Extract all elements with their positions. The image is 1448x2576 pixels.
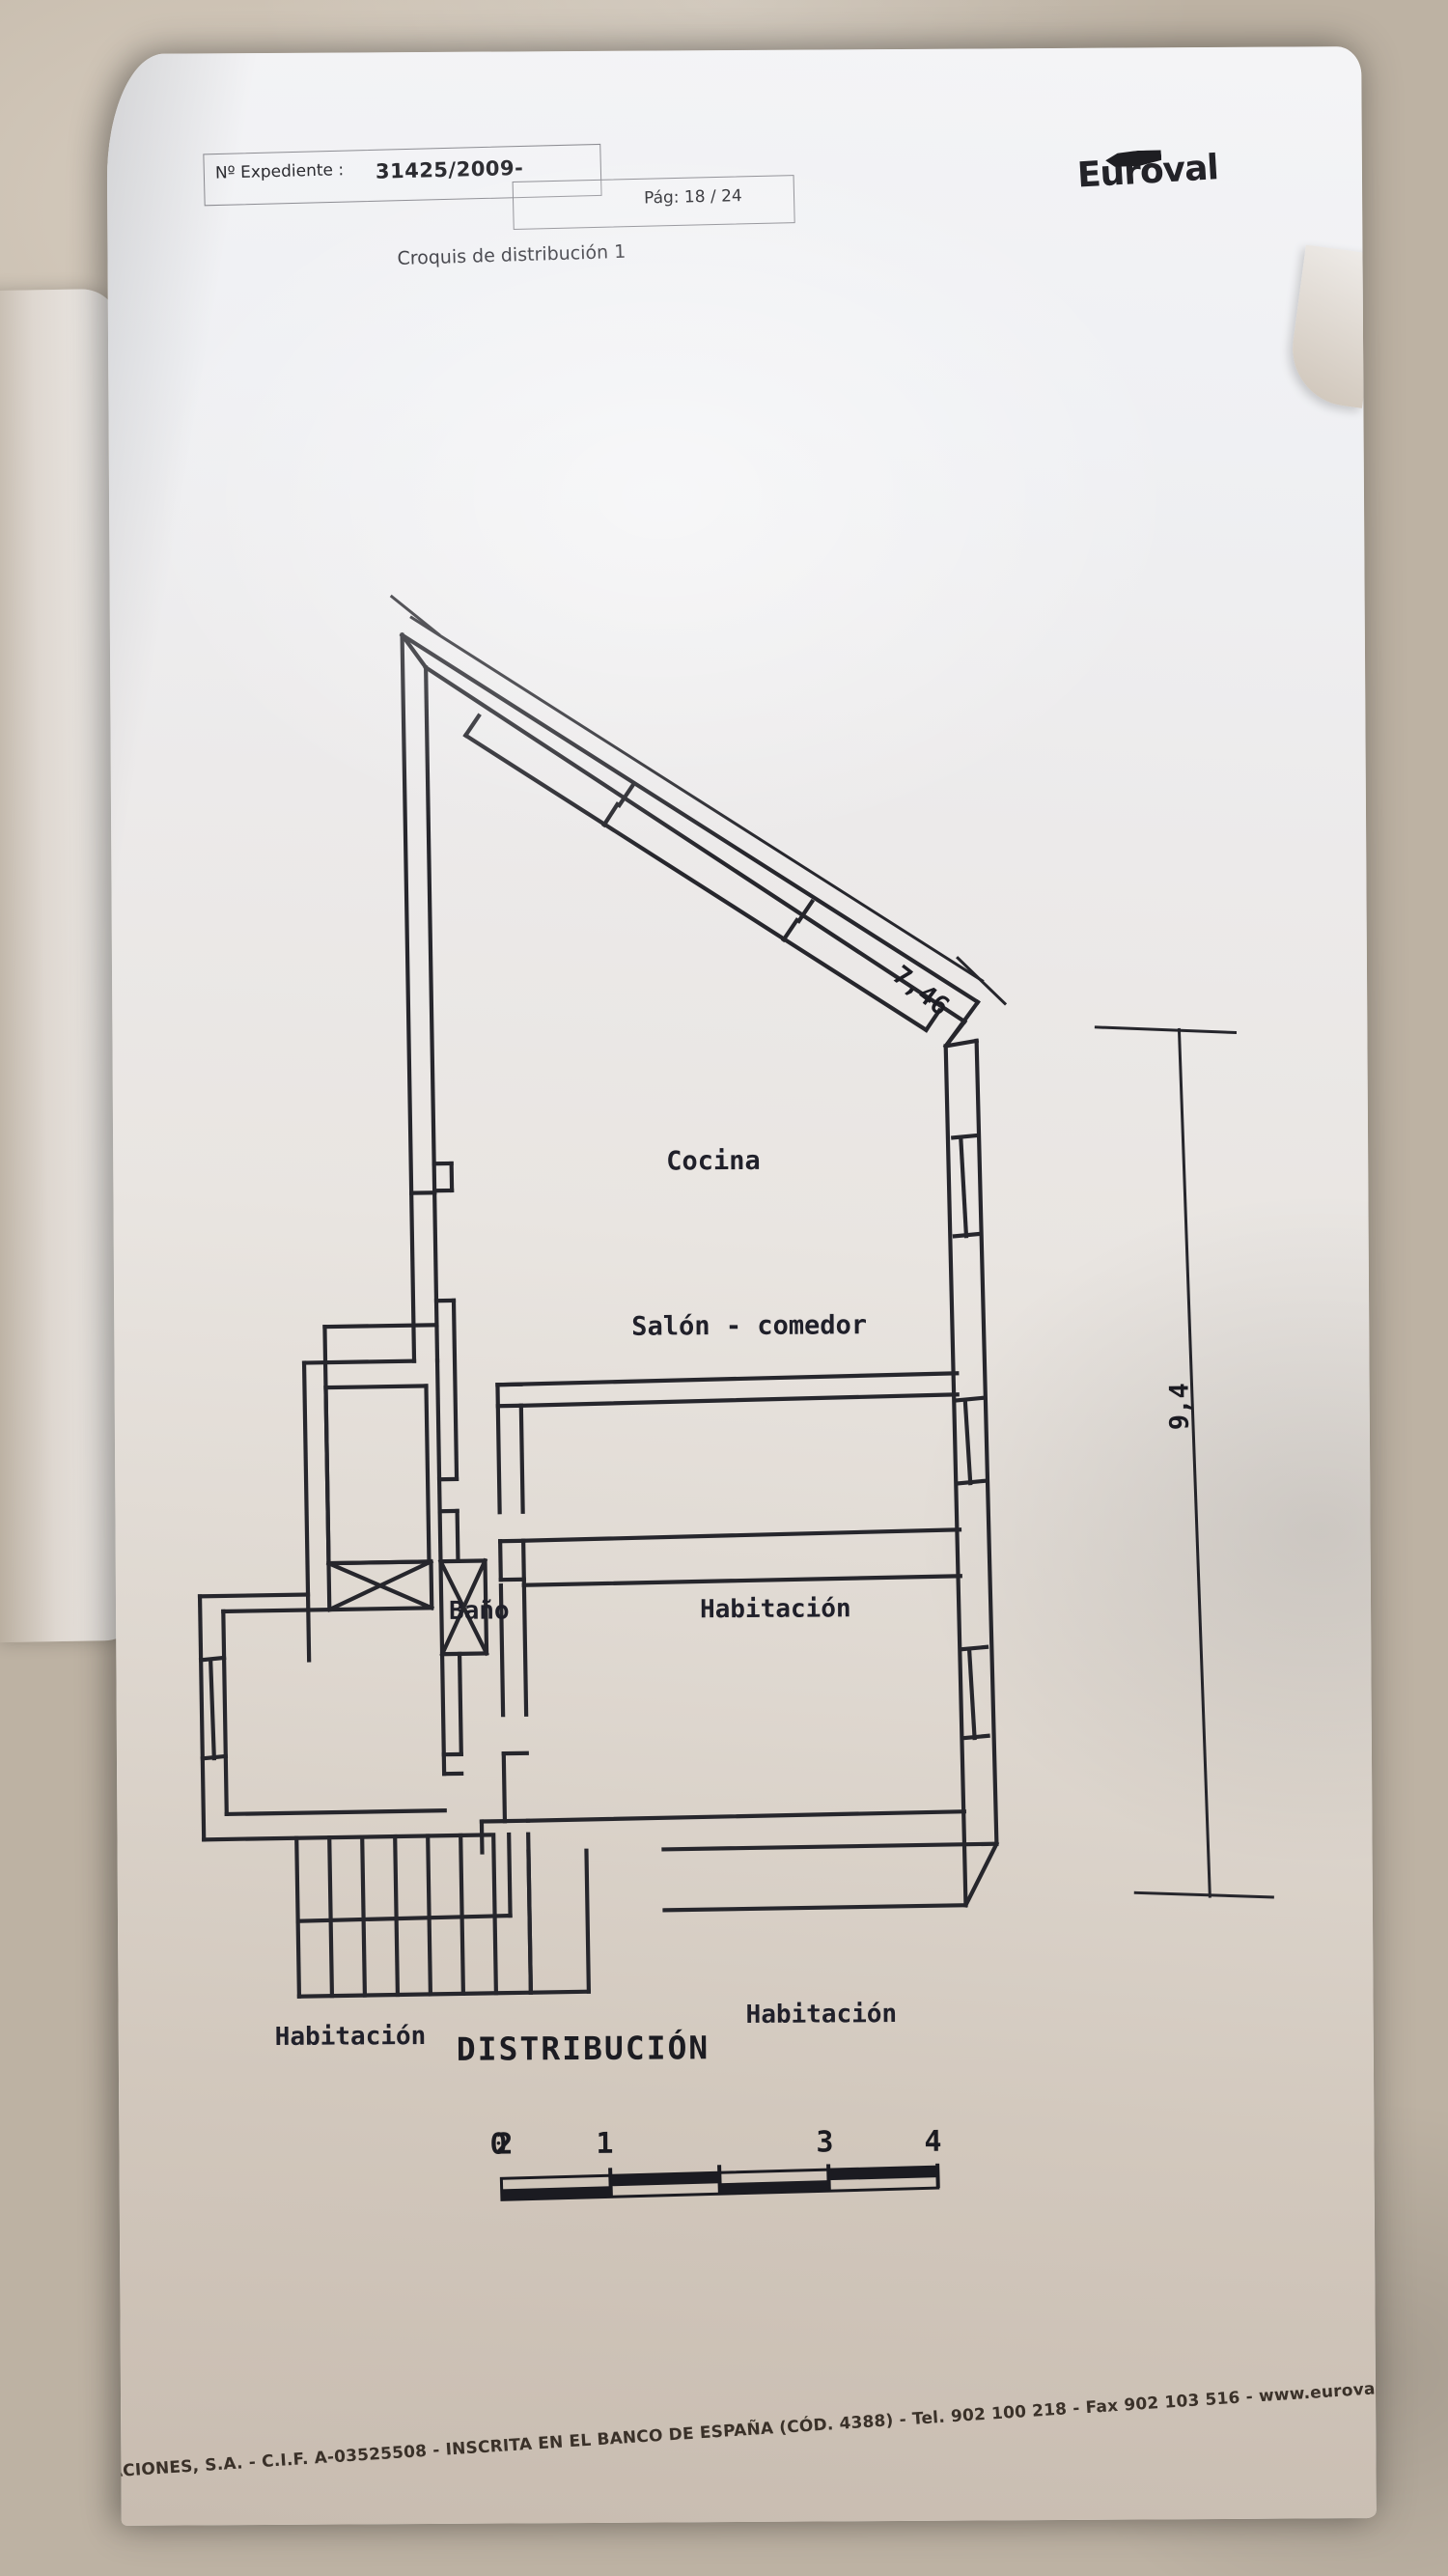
scale-tick-2: 2 xyxy=(495,2127,514,2162)
plan-title: DISTRIBUCIÓN xyxy=(456,2029,710,2068)
floor-plan-drawing: Cocina Salón - comedor Baño Habitación H… xyxy=(106,46,1377,2526)
dimension-line-94 xyxy=(1094,1025,1274,1899)
room-label-bano: Baño xyxy=(448,1596,510,1626)
room-label-cocina: Cocina xyxy=(666,1145,761,1177)
scale-tick-1: 1 xyxy=(596,2126,614,2161)
room-label-habitacion-3: Habitación xyxy=(274,2022,427,2052)
room-label-habitacion-1: Habitación xyxy=(699,1594,851,1625)
dimension-label-94: 9,4 xyxy=(1164,1383,1195,1431)
scale-bar: 0 1 2 3 4 xyxy=(489,2124,949,2203)
scale-bar-graphic xyxy=(499,2163,940,2201)
document-page: Nº Expediente : 31425/2009- Pág: 18 / 24… xyxy=(106,46,1377,2526)
scale-tick-4: 4 xyxy=(924,2124,942,2159)
dimension-line-746 xyxy=(389,594,1008,1006)
floor-plan-svg xyxy=(197,594,1274,1999)
room-label-salon-comedor: Salón - comedor xyxy=(631,1310,868,1342)
scale-tick-3: 3 xyxy=(816,2125,834,2160)
room-label-habitacion-2: Habitación xyxy=(745,2000,898,2030)
